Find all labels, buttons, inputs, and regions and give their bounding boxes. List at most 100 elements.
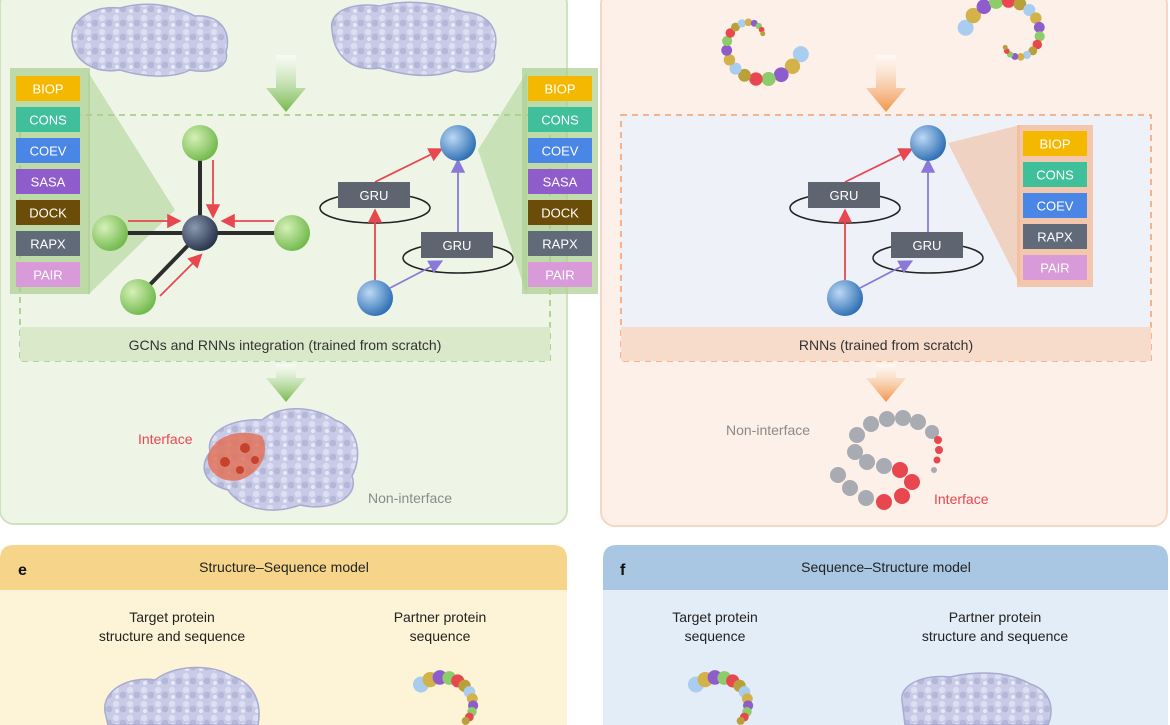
sequence-bead: [876, 458, 892, 474]
sequence-bead: [784, 58, 801, 74]
sequence-bead: [1013, 0, 1027, 11]
sequence-bead: [1033, 21, 1045, 33]
sequence-bead: [1030, 12, 1042, 24]
rnn-band: [621, 327, 1151, 361]
panel-f-title: Sequence–Structure model: [801, 559, 971, 575]
rnn-node-left-top: [440, 125, 476, 161]
sequence-bead: [721, 44, 733, 56]
panel-e-partner-line1: Partner protein: [394, 609, 487, 625]
sequence-bead: [965, 7, 982, 24]
gru-label-left-2: GRU: [443, 238, 472, 253]
sequence-bead: [744, 18, 753, 27]
sequence-bead: [976, 0, 992, 15]
sequence-beads-f: [687, 670, 754, 725]
feature-box-rapx: [1023, 224, 1087, 249]
sequence-beads-top-right: [957, 0, 1045, 61]
sequence-bead: [934, 436, 942, 444]
feature-label-coev: COEV: [1037, 199, 1074, 214]
feature-label-pair: PAIR: [1040, 261, 1069, 276]
feature-label-coev: COEV: [542, 144, 579, 159]
right-panel: RNNs (trained from scratch) GRU GRU BIOP…: [600, 0, 1168, 527]
sequence-bead: [749, 72, 763, 86]
left-panel: GCNs and RNNs integration (trained from …: [0, 0, 598, 525]
graph-node-right: [274, 215, 310, 251]
sequence-bead: [736, 716, 745, 725]
panel-f-target-line2: sequence: [685, 628, 746, 644]
feature-box-biop: [528, 76, 592, 101]
sequence-bead: [830, 467, 846, 483]
sequence-bead: [760, 31, 766, 37]
non-interface-label-right: Non-interface: [726, 422, 810, 438]
feature-box-cons: [16, 107, 80, 132]
sequence-bead: [738, 68, 751, 82]
rnn-label: RNNs (trained from scratch): [799, 337, 973, 353]
gru-label-right-2: GRU: [913, 238, 942, 253]
feature-box-biop: [1023, 131, 1087, 156]
feature-label-rapx: RAPX: [1037, 230, 1073, 245]
sequence-beads-output: [830, 410, 943, 510]
protein-structure-left-2: [331, 1, 497, 77]
sequence-bead: [859, 454, 875, 470]
panel-f-partner-line1: Partner protein: [949, 609, 1042, 625]
panel-f-letter: f: [620, 562, 626, 579]
feature-box-cons: [1023, 162, 1087, 187]
sequence-bead: [1016, 53, 1025, 61]
sequence-beads-e: [412, 670, 479, 725]
panel-e-target-line2: structure and sequence: [99, 628, 246, 644]
sequence-bead: [461, 716, 470, 725]
feature-label-cons: CONS: [29, 113, 67, 128]
sequence-bead: [842, 480, 858, 496]
sequence-bead: [910, 414, 926, 430]
feature-box-coev: [16, 138, 80, 163]
sequence-bead: [737, 19, 746, 28]
panel-f-target-line1: Target protein: [672, 609, 758, 625]
feature-box-dock: [528, 200, 592, 225]
sequence-bead: [863, 416, 879, 432]
gru-label-right-1: GRU: [830, 188, 859, 203]
gru-label-left-1: GRU: [360, 188, 389, 203]
sequence-bead: [876, 494, 892, 510]
down-arrow-left-top: [266, 55, 306, 112]
panel-e-target-line1: Target protein: [129, 609, 215, 625]
integration-band: [20, 327, 550, 361]
non-interface-label-left: Non-interface: [368, 490, 452, 506]
feature-label-biop: BIOP: [544, 82, 575, 97]
panel-e-title: Structure–Sequence model: [199, 559, 369, 575]
protein-structure-e: [104, 666, 260, 725]
rnn-node-right-top: [910, 125, 946, 161]
sequence-bead: [925, 425, 939, 439]
feature-label-coev: COEV: [30, 144, 67, 159]
interface-label-right: Interface: [934, 491, 989, 507]
sequence-bead: [792, 46, 809, 63]
feature-box-sasa: [528, 169, 592, 194]
down-arrow-right-top: [866, 55, 906, 112]
sequence-bead: [758, 26, 765, 33]
feature-box-pair: [528, 262, 592, 287]
feature-label-sasa: SASA: [543, 175, 578, 190]
sequence-bead: [1032, 39, 1043, 50]
panel-f-partner-line2: structure and sequence: [922, 628, 1069, 644]
integration-label: GCNs and RNNs integration (trained from …: [129, 337, 442, 353]
sequence-bead: [879, 411, 895, 427]
rnn-node-right-bottom: [827, 280, 863, 316]
sequence-bead: [935, 446, 943, 454]
sequence-bead: [931, 467, 937, 473]
sequence-bead: [761, 71, 776, 87]
feature-label-pair: PAIR: [33, 268, 62, 283]
sequence-bead: [1001, 0, 1016, 8]
sequence-bead: [849, 427, 865, 443]
sequence-bead: [957, 19, 974, 36]
graph-node-bottom: [120, 279, 156, 315]
feature-label-cons: CONS: [541, 113, 579, 128]
feature-label-sasa: SASA: [31, 175, 66, 190]
graph-node-left: [92, 215, 128, 251]
graph-node-center: [182, 215, 218, 251]
feature-label-pair: PAIR: [545, 268, 574, 283]
panel-f: f Sequence–Structure model Target protei…: [603, 545, 1168, 725]
panel-e: e Structure–Sequence model Target protei…: [0, 545, 567, 725]
sequence-bead: [725, 28, 736, 38]
sequence-bead: [1022, 50, 1032, 60]
